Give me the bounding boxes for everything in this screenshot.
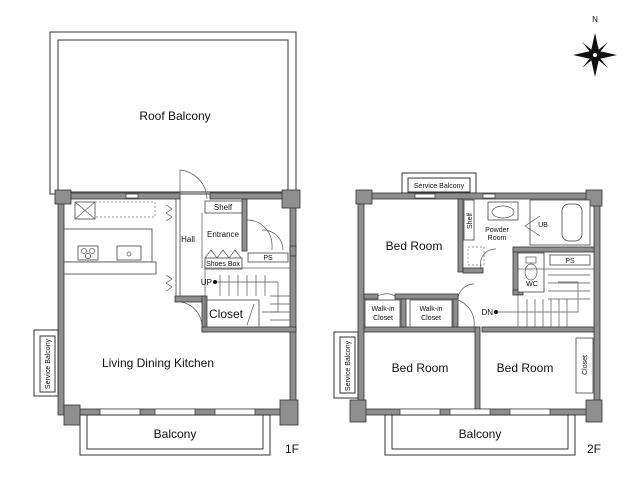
stove-icon	[77, 245, 99, 261]
powder-room-label-1: Powder	[485, 227, 509, 234]
balcony-2f-label: Balcony	[459, 427, 502, 441]
closet-label: Closet	[209, 307, 244, 321]
walkin-2-label-a: Walk-in	[419, 306, 442, 313]
dn-label: DN	[481, 308, 493, 317]
ub-label: UB	[538, 222, 548, 229]
unit-bath: UB	[524, 199, 591, 246]
closet-2f-label: Closet	[582, 355, 589, 375]
balcony-1f: Balcony	[79, 414, 271, 456]
walk-in-closets: Walk-in Closet Walk-in Closet	[364, 293, 453, 328]
hall-label: Hall	[181, 235, 195, 244]
compass: N	[573, 15, 617, 77]
kitchen-counter	[63, 201, 157, 275]
closet-2f: Closet	[575, 337, 594, 394]
compass-star-icon	[573, 33, 617, 77]
sink-icon	[116, 245, 142, 261]
wc: WC	[517, 252, 545, 293]
ps-label: PS	[263, 255, 273, 262]
service-balcony-top: Service Balcony	[401, 172, 477, 194]
shoes-box-label: Shoes Box	[206, 261, 240, 268]
bed-room-2-label: Bed Room	[392, 361, 449, 375]
service-balcony-label: Service Balcony	[45, 338, 52, 389]
balcony-2f: Balcony	[384, 414, 576, 456]
service-balcony-2f: Service Balcony	[333, 331, 359, 399]
bed-room-3-label: Bed Room	[497, 361, 554, 375]
powder-room: Shelf Powder Room	[463, 199, 519, 269]
walkin-1-label-b: Closet	[373, 315, 393, 322]
service-balcony-1f: Service Balcony	[33, 329, 59, 397]
floor-2f: Service Balcony	[333, 172, 603, 456]
ps-2f	[549, 254, 591, 266]
roof-balcony-label: Roof Balcony	[139, 109, 210, 123]
shelf-label: Shelf	[214, 203, 233, 212]
walkin-1-label-a: Walk-in	[371, 306, 394, 313]
ps-2f-label: PS	[565, 258, 575, 265]
powder-room-label-2: Room	[488, 235, 507, 242]
stairs-2f: DN	[457, 268, 595, 328]
roof-balcony: Roof Balcony	[49, 31, 297, 195]
closet-1f: Closet	[206, 299, 260, 328]
compass-north-label: N	[592, 15, 598, 24]
walls-1f	[54, 189, 301, 426]
ldk-label: Living Dining Kitchen	[102, 356, 214, 370]
wc-label: WC	[526, 281, 538, 288]
floor-label-1f: 1F	[285, 442, 299, 456]
bed-room-1-label: Bed Room	[386, 239, 443, 253]
service-balcony-top-label: Service Balcony	[414, 183, 465, 190]
entrance-area: Shelf Hall Entrance Shoes Box PS	[165, 169, 289, 297]
floor-1f: Roof Balcony	[33, 31, 301, 456]
balcony-label: Balcony	[154, 427, 197, 441]
entrance-label: Entrance	[207, 230, 240, 239]
shelf-2f-label: Shelf	[467, 213, 474, 229]
floor-label-2f: 2F	[587, 442, 601, 456]
up-label: UP	[201, 278, 212, 287]
walkin-2-label-b: Closet	[421, 315, 441, 322]
service-balcony-2f-label: Service Balcony	[345, 340, 352, 391]
